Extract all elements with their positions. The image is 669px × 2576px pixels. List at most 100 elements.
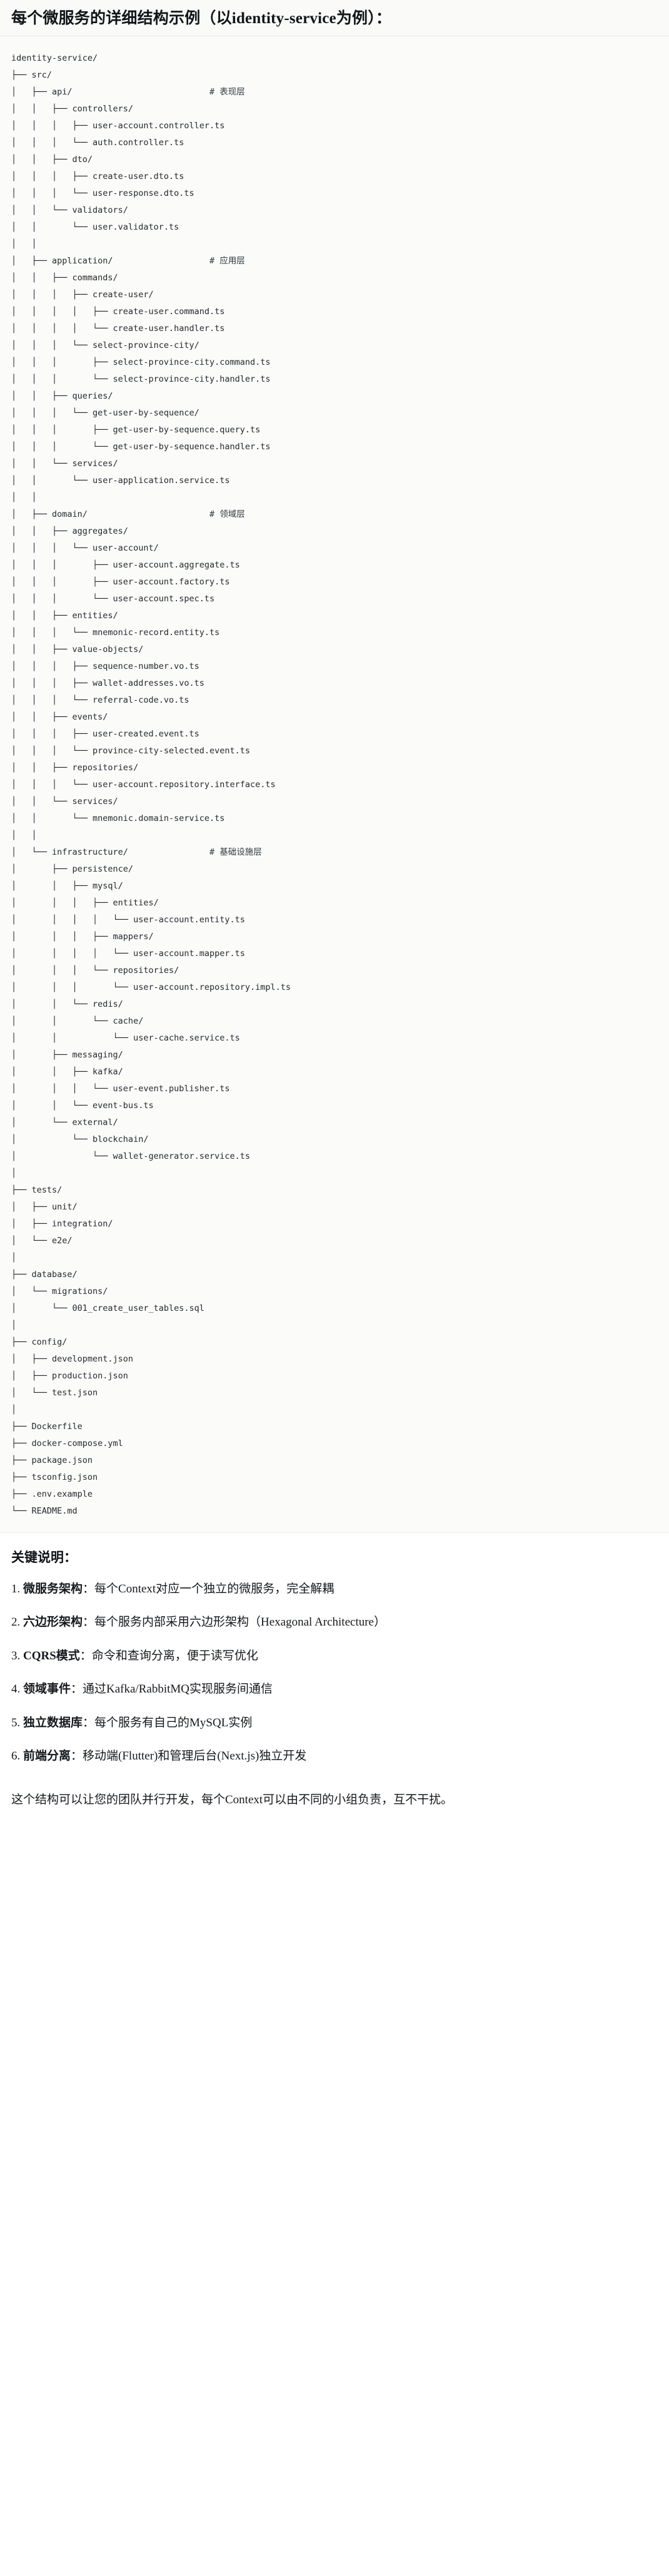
key-point-number: 2. [11,1616,23,1629]
tree-line: │ │ └── user-cache.service.ts [11,1033,240,1044]
tree-line: │ ├── application/ # 应用层 [11,256,245,267]
tree-line: │ ├── domain/ # 领域层 [11,509,245,520]
key-point-separator: ： [79,1649,92,1662]
key-point-number: 5. [11,1716,23,1729]
directory-tree: identity-service/ ├── src/ │ ├── api/ # 表现… [11,50,658,1520]
tree-line: │ [11,1320,17,1331]
tree-line: │ │ │ └── mnemonic-record.entity.ts [11,628,220,638]
tree-line: │ │ │ ├── user-account.aggregate.ts [11,560,240,571]
key-point-term: 独立数据库 [23,1716,83,1729]
tree-line: │ │ │ └── select-province-city/ [11,340,199,351]
tree-line: │ ├── development.json [11,1354,134,1365]
tree-line: │ ├── persistence/ [11,864,134,875]
tree-line: │ └── external/ [11,1117,118,1128]
tree-line: │ │ ├── controllers/ [11,104,134,115]
tree-line: │ │ │ └── user-response.dto.ts [11,188,194,199]
tree-line: │ │ └── user-application.service.ts [11,476,230,486]
tree-line: │ └── infrastructure/ # 基础设施层 [11,847,262,858]
key-point-separator: ： [83,1716,95,1729]
tree-line: │ [11,1405,17,1415]
tree-line-comment: # 基础设施层 [209,847,262,858]
key-point-number: 1. [11,1582,23,1596]
key-point-term: 六边形架构 [23,1616,83,1629]
key-point-description: 通过Kafka/RabbitMQ实现服务间通信 [83,1683,273,1696]
tree-line: │ │ │ └── auth.controller.ts [11,138,184,148]
tree-line: │ │ │ │ ├── create-user.command.ts [11,307,225,317]
tree-line: │ │ │ └── get-user-by-sequence.handler.t… [11,442,271,452]
tree-line: │ │ │ ├── select-province-city.command.t… [11,357,271,368]
key-points-title: 关键说明： [11,1550,77,1565]
key-point-number: 6. [11,1749,23,1763]
tree-line: │ ├── production.json [11,1371,128,1382]
tree-line: ├── src/ [11,70,53,81]
key-point-description: 每个Context对应一个独立的微服务，完全解耦 [94,1582,334,1596]
key-point-separator: ： [83,1582,95,1596]
tree-line: │ │ ├── aggregates/ [11,526,128,537]
tree-line: ├── package.json [11,1455,93,1466]
tree-line: ├── config/ [11,1337,68,1348]
tree-line: │ │ └── cache/ [11,1016,144,1027]
tree-line: │ │ ├── mysql/ [11,881,123,892]
tree-line: │ │ │ │ └── user-account.mapper.ts [11,949,245,959]
tree-line: │ │ │ ├── mappers/ [11,932,154,942]
key-point-term: 微服务架构 [23,1582,83,1596]
tree-line-comment: # 应用层 [209,256,245,267]
tree-line: │ │ │ ├── create-user.dto.ts [11,171,184,182]
key-point-separator: ： [71,1749,83,1763]
key-point-item: 2. 六边形架构：每个服务内部采用六边形架构（Hexagonal Archite… [11,1614,658,1631]
tree-line: │ └── blockchain/ [11,1134,149,1145]
tree-line: │ └── migrations/ [11,1286,108,1297]
tree-line: │ │ ├── kafka/ [11,1067,123,1077]
tree-line: │ │ [11,492,37,503]
directory-tree-code-block: identity-service/ ├── src/ │ ├── api/ # 表现… [0,36,669,1534]
key-point-item: 1. 微服务架构：每个Context对应一个独立的微服务，完全解耦 [11,1581,658,1598]
tree-line: │ │ │ ├── get-user-by-sequence.query.ts [11,425,261,435]
tree-line: │ [11,1253,17,1263]
document-page: 每个微服务的详细结构示例（以identity-service为例）： ident… [0,10,669,1806]
tree-line: │ └── wallet-generator.service.ts [11,1151,251,1162]
tree-line: ├── .env.example [11,1489,93,1500]
key-point-description: 移动端(Flutter)和管理后台(Next.js)独立开发 [83,1749,307,1763]
key-point-number: 4. [11,1683,23,1696]
key-point-separator: ： [71,1683,83,1696]
key-point-description: 命令和查询分离，便于读写优化 [91,1649,258,1662]
tree-line: │ │ │ └── repositories/ [11,965,179,976]
key-point-item: 4. 领域事件：通过Kafka/RabbitMQ实现服务间通信 [11,1681,658,1698]
tree-line: │ │ └── user.validator.ts [11,222,179,233]
tree-line: │ └── e2e/ [11,1236,73,1246]
tree-line: │ │ └── redis/ [11,999,123,1010]
key-point-item: 3. CQRS模式：命令和查询分离，便于读写优化 [11,1647,658,1665]
tree-line: ├── tsconfig.json [11,1472,98,1483]
tree-line: │ │ │ ├── user-account.controller.ts [11,121,225,131]
tree-line: │ │ └── services/ [11,459,118,469]
tree-line: identity-service/ [11,53,98,64]
tree-line: │ │ ├── repositories/ [11,763,139,773]
key-point-item: 5. 独立数据库：每个服务有自己的MySQL实例 [11,1714,658,1732]
tree-line: ├── Dockerfile [11,1422,83,1432]
tree-line: │ ├── integration/ [11,1219,113,1229]
tree-line: │ │ │ ├── create-user/ [11,290,154,300]
tree-line: │ │ └── mnemonic.domain-service.ts [11,813,225,824]
tree-line: │ │ │ └── province-city-selected.event.t… [11,746,251,756]
tree-line: │ [11,1168,17,1179]
tree-line-comment: # 领域层 [209,509,245,520]
tree-line: │ │ │ ├── user-account.factory.ts [11,577,230,588]
tree-line-comment: # 表现层 [209,87,245,98]
tree-line: │ └── test.json [11,1388,98,1398]
key-point-term: 前端分离 [23,1749,71,1763]
tree-line: ├── docker-compose.yml [11,1438,123,1449]
key-point-term: 领域事件 [23,1683,71,1696]
tree-line: │ │ └── services/ [11,797,118,807]
key-point-description: 每个服务内部采用六边形架构（Hexagonal Architecture） [94,1616,386,1629]
tree-line: │ │ │ ├── user-created.event.ts [11,729,199,740]
tree-line: │ ├── messaging/ [11,1050,123,1061]
tree-line: │ ├── api/ # 表现层 [11,87,245,98]
tree-line: │ │ │ ├── wallet-addresses.vo.ts [11,678,204,689]
tree-line: │ │ ├── commands/ [11,273,118,283]
tree-line: │ │ │ └── get-user-by-sequence/ [11,408,199,419]
tree-line: ├── database/ [11,1270,78,1280]
tree-line: │ │ ├── events/ [11,712,108,723]
tree-line: │ │ └── validators/ [11,205,128,216]
